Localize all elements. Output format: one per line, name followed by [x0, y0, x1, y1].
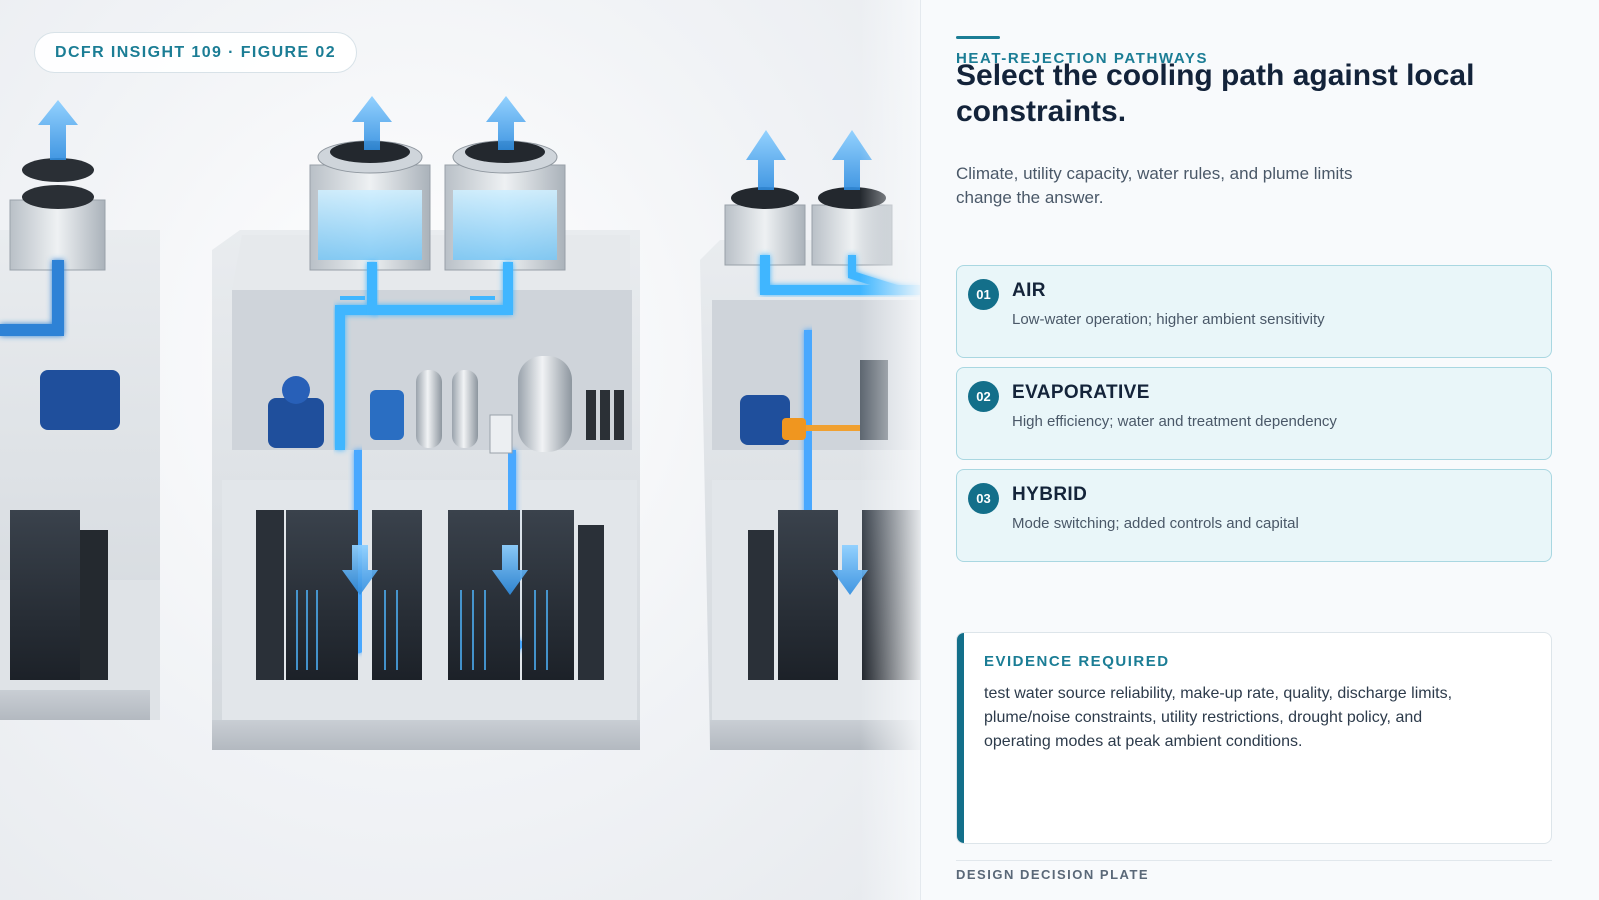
cooling-plant-illustration: DCFR INSIGHT 109 · FIGURE 02	[0, 0, 920, 900]
tank-icon	[416, 370, 442, 448]
page-subtitle: Climate, utility capacity, water rules, …	[956, 164, 1353, 207]
option-card-air: 01 AIR Low-water operation; higher ambie…	[956, 265, 1552, 358]
option-card-evaporative: 02 EVAPORATIVE High efficiency; water an…	[956, 367, 1552, 460]
footer-label: DESIGN DECISION PLATE	[956, 867, 1150, 882]
plant-center	[212, 96, 640, 750]
fan-icon	[330, 141, 410, 163]
airflow-arrow-icon	[38, 100, 78, 160]
eyebrow-label: HEAT-REJECTION PATHWAYS	[956, 50, 1209, 67]
footer-divider	[956, 860, 1552, 861]
pump-icon	[268, 398, 324, 448]
option-number-badge: 03	[968, 483, 999, 514]
evidence-card: EVIDENCE REQUIRED test water source reli…	[956, 632, 1552, 844]
plant-drawing	[0, 96, 920, 750]
server-rack-icon	[10, 510, 80, 680]
server-rack-icon	[778, 510, 838, 680]
evidence-text: test water source reliability, make-up r…	[984, 685, 1453, 750]
option-description: Mode switching; added controls and capit…	[1012, 515, 1299, 532]
option-title: EVAPORATIVE	[1012, 382, 1150, 403]
page-title: Select the cooling path against local co…	[956, 59, 1475, 128]
option-description: High efficiency; water and treatment dep…	[1012, 413, 1337, 430]
option-title: HYBRID	[1012, 484, 1088, 505]
tank-icon	[518, 356, 572, 452]
option-title: AIR	[1012, 280, 1046, 301]
pump-icon	[40, 370, 120, 430]
accent-bar	[956, 36, 1000, 39]
option-number-badge: 02	[968, 381, 999, 412]
option-card-hybrid: 03 HYBRID Mode switching; added controls…	[956, 469, 1552, 562]
option-number-badge: 01	[968, 279, 999, 310]
fan-icon	[22, 185, 94, 209]
panel-fade	[860, 0, 920, 900]
figure-label: DCFR INSIGHT 109 · FIGURE 02	[34, 32, 358, 73]
info-panel: HEAT-REJECTION PATHWAYS Select the cooli…	[920, 0, 1599, 900]
pump-icon	[740, 395, 790, 445]
fan-icon	[731, 187, 799, 209]
option-description: Low-water operation; higher ambient sens…	[1012, 311, 1325, 328]
plant-left	[0, 100, 160, 720]
evidence-label: EVIDENCE REQUIRED	[984, 653, 1170, 670]
evidence-accent-bar	[957, 633, 964, 843]
fan-icon	[465, 141, 545, 163]
